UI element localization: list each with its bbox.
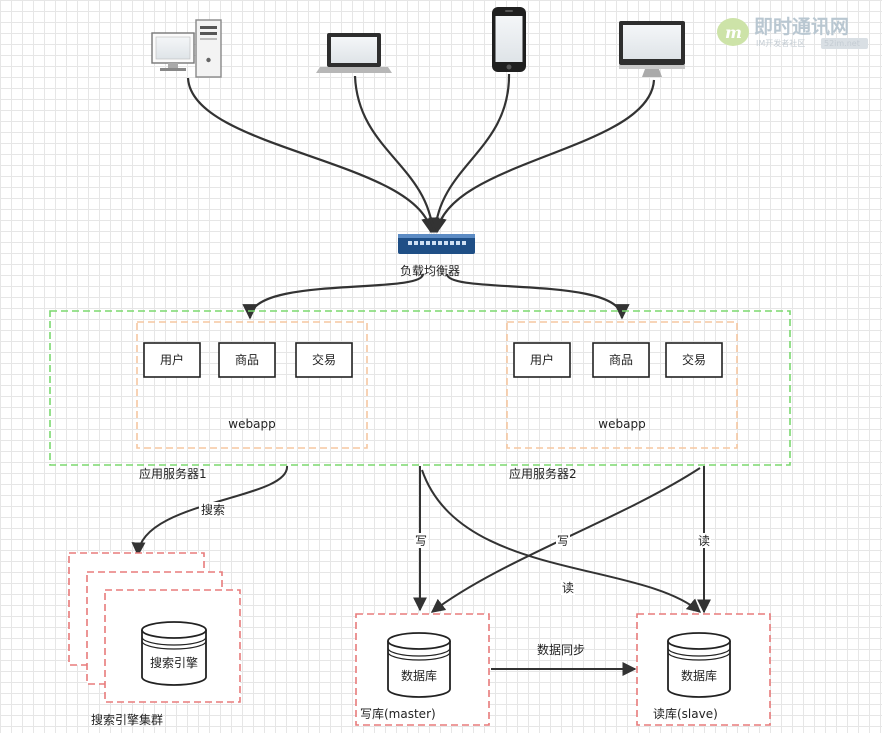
read-database: 数据库 读库(slave) <box>636 613 771 726</box>
module-label: 用户 <box>160 352 184 367</box>
write-database: 数据库 写库(master) <box>355 613 490 726</box>
read-db-label: 数据库 <box>681 668 717 683</box>
module-label: 交易 <box>682 352 706 367</box>
watermark-domain: 52im.net <box>824 39 860 48</box>
module-product-1: 商品 <box>218 342 276 378</box>
module-product-2: 商品 <box>592 342 650 378</box>
write-db-caption: 写库(master) <box>360 706 436 721</box>
monitor-icon <box>619 21 685 77</box>
write-db-label: 数据库 <box>401 668 437 683</box>
watermark-tagline: IM开发者社区 <box>756 38 805 48</box>
module-user-1: 用户 <box>143 342 201 378</box>
load-balancer-label: 负载均衡器 <box>400 264 460 278</box>
database-cylinder-icon <box>141 621 207 686</box>
webapp-label-2: webapp <box>598 417 645 431</box>
search-engine-cluster: 搜索引擎 <box>68 552 241 703</box>
svg-text:m: m <box>725 23 742 42</box>
edge-label-read-right: 读 <box>698 534 710 548</box>
client-connections <box>186 73 656 234</box>
smartphone-icon <box>492 7 526 72</box>
module-trade-2: 交易 <box>665 342 723 378</box>
webapp-box-1 <box>136 321 368 449</box>
watermark: m 即时通讯网 IM开发者社区 52im.net <box>717 16 868 49</box>
module-label: 交易 <box>312 352 336 367</box>
watermark-site-name: 即时通讯网 <box>754 16 849 38</box>
edge-label-read-center: 读 <box>562 581 574 595</box>
search-engine-label: 搜索引擎 <box>150 655 198 670</box>
network-switch-icon <box>398 234 475 254</box>
app-server-2-caption: 应用服务器2 <box>509 466 577 481</box>
search-cluster-caption: 搜索引擎集群 <box>91 712 163 727</box>
database-cylinder-icon <box>387 632 451 698</box>
edge-label-search: 搜索 <box>201 502 225 517</box>
edge-read-center <box>421 469 702 613</box>
webapp-label-1: webapp <box>228 417 275 431</box>
app-server-cluster-box <box>49 310 791 466</box>
edge-label-data-sync: 数据同步 <box>537 642 585 657</box>
edge-label-write-left: 写 <box>415 534 427 548</box>
module-label: 商品 <box>609 352 633 367</box>
app-server-1: 用户 商品 交易 webapp <box>136 321 368 449</box>
watermark-logo-icon: m <box>717 18 749 46</box>
desktop-computer-icon <box>151 19 222 78</box>
module-trade-1: 交易 <box>295 342 353 378</box>
module-label: 商品 <box>235 352 259 367</box>
module-user-2: 用户 <box>513 342 571 378</box>
webapp-box-2 <box>506 321 738 449</box>
module-label: 用户 <box>530 352 554 367</box>
app-server-1-caption: 应用服务器1 <box>139 466 207 481</box>
edge-label-write-right: 写 <box>557 534 569 548</box>
app-server-2: 用户 商品 交易 webapp <box>506 321 738 449</box>
database-cylinder-icon <box>667 632 731 698</box>
lb-to-server-connections <box>242 273 630 320</box>
read-db-caption: 读库(slave) <box>653 706 718 721</box>
laptop-icon <box>316 33 392 73</box>
